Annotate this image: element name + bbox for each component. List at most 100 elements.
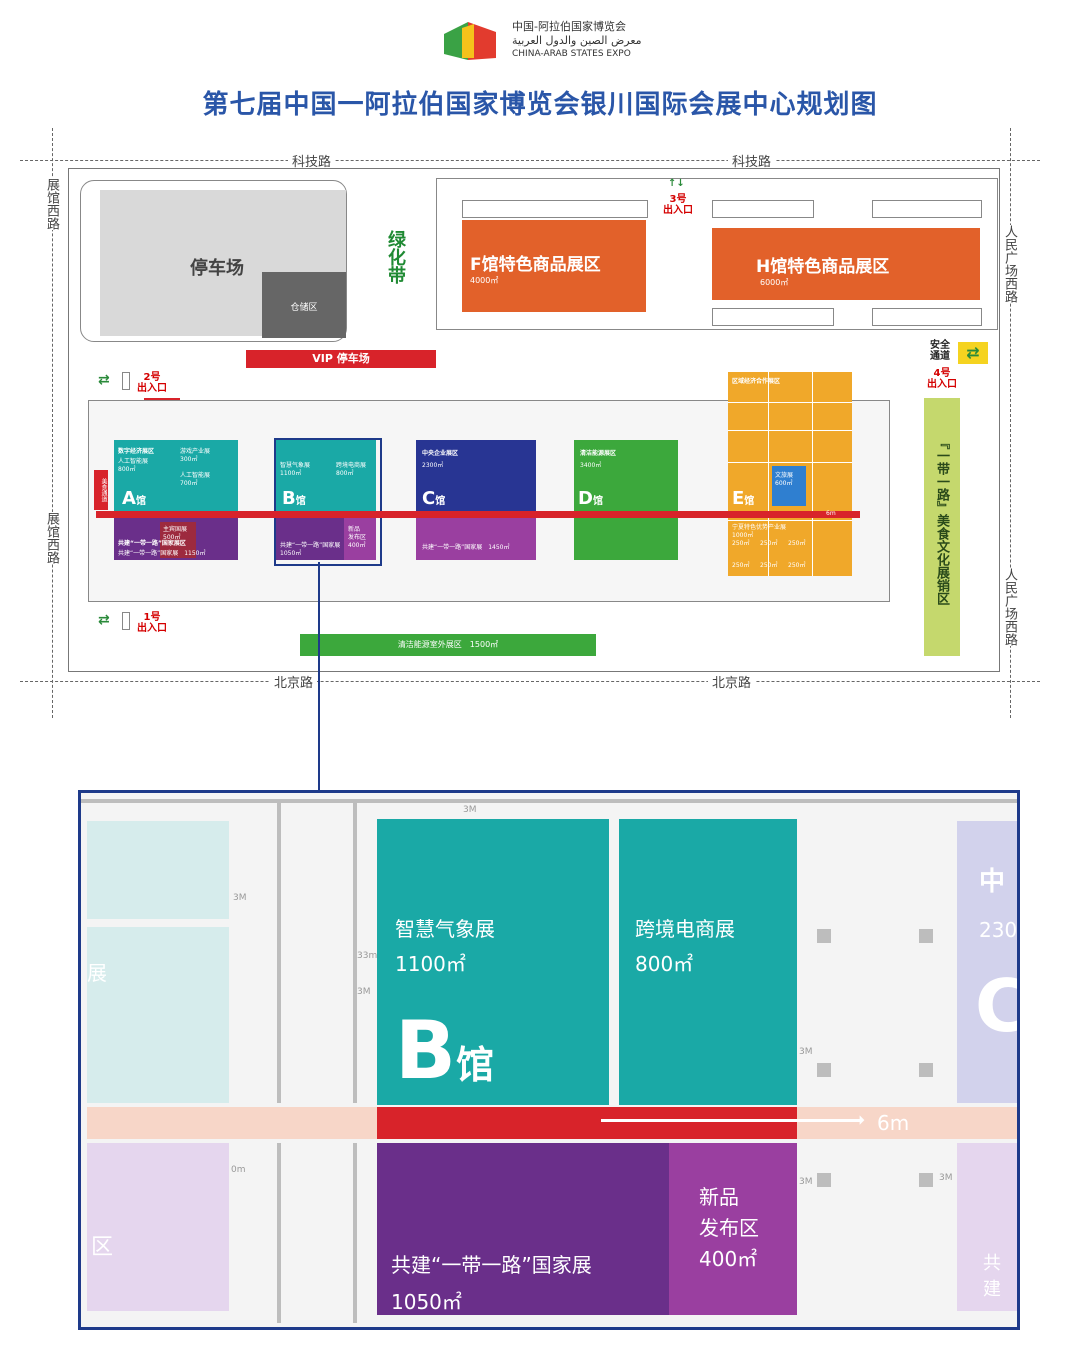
road-label-west-1: 展馆西路 — [44, 178, 59, 230]
hall-a-belt-road-zone[interactable]: 主宾国展 500㎡ 共建“一带一路”国家展区 共建“一带一路”国家展 1150㎡ — [114, 518, 238, 560]
logo: 中国-阿拉伯国家博览会 معرض الصين والدول العربية CH… — [440, 14, 650, 64]
warehouse: 仓储区 — [262, 272, 346, 338]
road-east-line — [1010, 128, 1011, 718]
hall-a-digital-zone[interactable]: 数字经济展区 人工智能展 800㎡ 游戏产业展 300㎡ 人工智能展 700㎡ — [114, 440, 238, 512]
zoom-top-wall — [81, 799, 1017, 803]
hall-d-letter: D — [578, 488, 593, 509]
zoom-c-letter: C — [975, 970, 1017, 1042]
hall-e-grid-v1 — [768, 372, 769, 576]
zoom-belt-road-country-zone[interactable]: 共建“一带一路”国家展 1050㎡ — [377, 1143, 669, 1315]
hall-c-label: C馆 — [422, 488, 445, 509]
exit-3[interactable]: 3号 出入口 — [663, 194, 693, 216]
hall-c-top[interactable]: 中央企业展区 2300㎡ — [416, 440, 536, 512]
road-label-north-2: 科技路 — [728, 151, 776, 170]
zoom-smart-weather-zone[interactable]: 智慧气象展 1100㎡ B馆 — [377, 819, 609, 1105]
main-corridor-label: 6m — [826, 510, 836, 517]
hall-b-top[interactable]: 智慧气象展 1100㎡ 跨境电商展 800㎡ — [276, 440, 376, 512]
zoom-c-partial-1: 中 — [979, 867, 1006, 897]
hall-c-bottom[interactable]: 共建“一带一路”国家展 1450㎡ — [416, 518, 536, 560]
h-hall-area: 6000㎡ — [760, 278, 789, 287]
zoom-dim-left-2: 3M — [357, 987, 371, 997]
clean-energy-outdoor[interactable]: 清洁能源室外展区 1500㎡ — [300, 634, 596, 656]
site-map: 科技路 科技路 北京路 北京路 展馆西路 展馆西路 人民广场西路 人民广场西路 … — [20, 128, 1040, 718]
h-hall[interactable]: H馆特色商品展区 6000㎡ — [712, 228, 980, 300]
zoom-zone2-area: 800㎡ — [635, 952, 694, 976]
road-label-east-1: 人民广场西路 — [1002, 225, 1017, 303]
belt-road-food-area[interactable]: 『一带一路』美食文化展销区 — [924, 398, 960, 656]
hall-b-zone4: 新品 发布区 400㎡ — [348, 526, 367, 549]
logo-line-3: CHINA-ARAB STATES EXPO — [512, 49, 631, 59]
zoom-corridor-arrow-line — [601, 1119, 861, 1122]
road-label-north-1: 科技路 — [288, 151, 336, 170]
exit-4[interactable]: 4号 出入口 — [927, 368, 957, 390]
hall-d[interactable]: 清洁能源展区 3400㎡ — [574, 440, 678, 560]
zoom-pillar-3 — [817, 1063, 831, 1077]
road-label-east-2: 人民广场西路 — [1002, 568, 1017, 646]
zoom-corridor-arrow-icon: ➝ — [847, 1108, 866, 1133]
exit-1-arrows-icon: ⇄ — [98, 612, 110, 628]
zoom-pillar-4 — [919, 1063, 933, 1077]
zoom-dim-right: 3M — [939, 1173, 953, 1183]
hall-a-zone3: 人工智能展 700㎡ — [180, 472, 211, 487]
hall-a-guest-country: 主宾国展 500㎡ — [160, 522, 196, 558]
h-hall-name: H馆特色商品展区 — [756, 257, 890, 277]
exit-1[interactable]: 1号 出入口 — [137, 612, 167, 634]
zoom-zone1-name: 智慧气象展 — [395, 917, 495, 941]
hall-a-zone2: 游戏产业展 300㎡ — [180, 448, 211, 463]
hall-c-zone1-sub: 2300㎡ — [422, 462, 444, 469]
zoom-cross-border-ecommerce-zone[interactable]: 跨境电商展 800㎡ — [619, 819, 797, 1105]
zoom-left-partial-2: 区 — [91, 1235, 114, 1260]
zoom-wall-4 — [353, 1143, 357, 1323]
hall-b-zone1: 智慧气象展 1100㎡ — [280, 462, 311, 477]
hall-b-bottom[interactable]: 共建“一带一路”国家展 1050㎡ 新品 发布区 400㎡ — [276, 518, 376, 560]
h-hall-top-block-2 — [872, 200, 982, 218]
hall-e-zone3-sub-5: 250㎡ — [788, 562, 806, 569]
exit-3-arrows-icon: ↑↓ — [668, 178, 685, 189]
hall-e-grid-h1 — [728, 402, 852, 403]
hall-a-zone5: 主宾国展 500㎡ — [163, 526, 188, 541]
zoom-corridor-label: 6m — [877, 1111, 910, 1135]
zoom-c-partial-2: 230 — [979, 918, 1018, 942]
f-hall-area: 4000㎡ — [470, 276, 499, 285]
zoom-dim-33m: 33m — [357, 951, 378, 961]
vip-parking[interactable]: VIP 停车场 — [246, 350, 436, 368]
hall-e-zone3-sub-1: 250㎡ — [760, 540, 778, 547]
zoom-zone4-name-1: 新品 — [699, 1185, 739, 1209]
logo-line-2: معرض الصين والدول العربية — [512, 34, 642, 47]
hall-a-zone1-sub: 人工智能展 800㎡ — [118, 458, 149, 473]
zoom-pillar-6 — [919, 1173, 933, 1187]
zoom-corridor-red — [377, 1107, 797, 1139]
hall-e-grid-h3 — [728, 462, 852, 463]
exit-2[interactable]: 2号 出入口 — [137, 372, 167, 394]
zoom-wall-3 — [277, 1143, 281, 1323]
safety-channel-label: 安全通道 — [930, 340, 950, 362]
hall-c-zone1: 中央企业展区 — [422, 450, 459, 457]
zoom-launch-zone[interactable]: 新品 发布区 400㎡ — [669, 1143, 797, 1315]
zoom-pillar-2 — [919, 929, 933, 943]
hall-a-label: A馆 — [122, 488, 146, 509]
zoom-right-partial: 共建 — [983, 1253, 1001, 1300]
zoom-detail: 展 区 3M 3M 3M 33m 0m 3M 3M 3M 中 230 C 共建 … — [78, 790, 1020, 1330]
zoom-connector — [318, 562, 320, 790]
road-north-line — [20, 160, 1040, 161]
fh-outline — [436, 178, 998, 330]
hall-c-suffix: 馆 — [435, 496, 446, 507]
h-hall-bottom-block-1 — [712, 308, 834, 326]
main-corridor — [96, 511, 860, 518]
hall-d-suffix: 馆 — [592, 496, 603, 507]
f-hall[interactable]: F馆特色商品展区 4000㎡ — [462, 220, 646, 312]
zoom-a-hall-mid: 展 — [87, 927, 229, 1103]
hall-e-zone3-sub-4: 250㎡ — [760, 562, 778, 569]
meishi-channel: 美食通道 — [94, 470, 108, 510]
exit-1-gate — [122, 612, 130, 630]
zoom-zone4-name-2: 发布区 — [699, 1216, 759, 1240]
hall-d-zone1: 清洁能源展区 — [580, 450, 617, 457]
hall-e-grid-h4 — [728, 520, 852, 521]
warehouse-label: 仓储区 — [290, 303, 318, 313]
exit-2-gate — [122, 372, 130, 390]
zoom-a-hall-bottom: 区 — [87, 1143, 229, 1311]
hall-e-zone1: 区域经济合作展区 — [732, 378, 781, 385]
road-label-south-2: 北京路 — [708, 672, 756, 691]
safety-channel-icon: ⇄ — [958, 342, 988, 364]
hall-e[interactable]: 区域经济合作展区 文旅展 600㎡ 宁夏特色优势产业展 1000㎡ 250㎡ 2… — [728, 372, 852, 576]
